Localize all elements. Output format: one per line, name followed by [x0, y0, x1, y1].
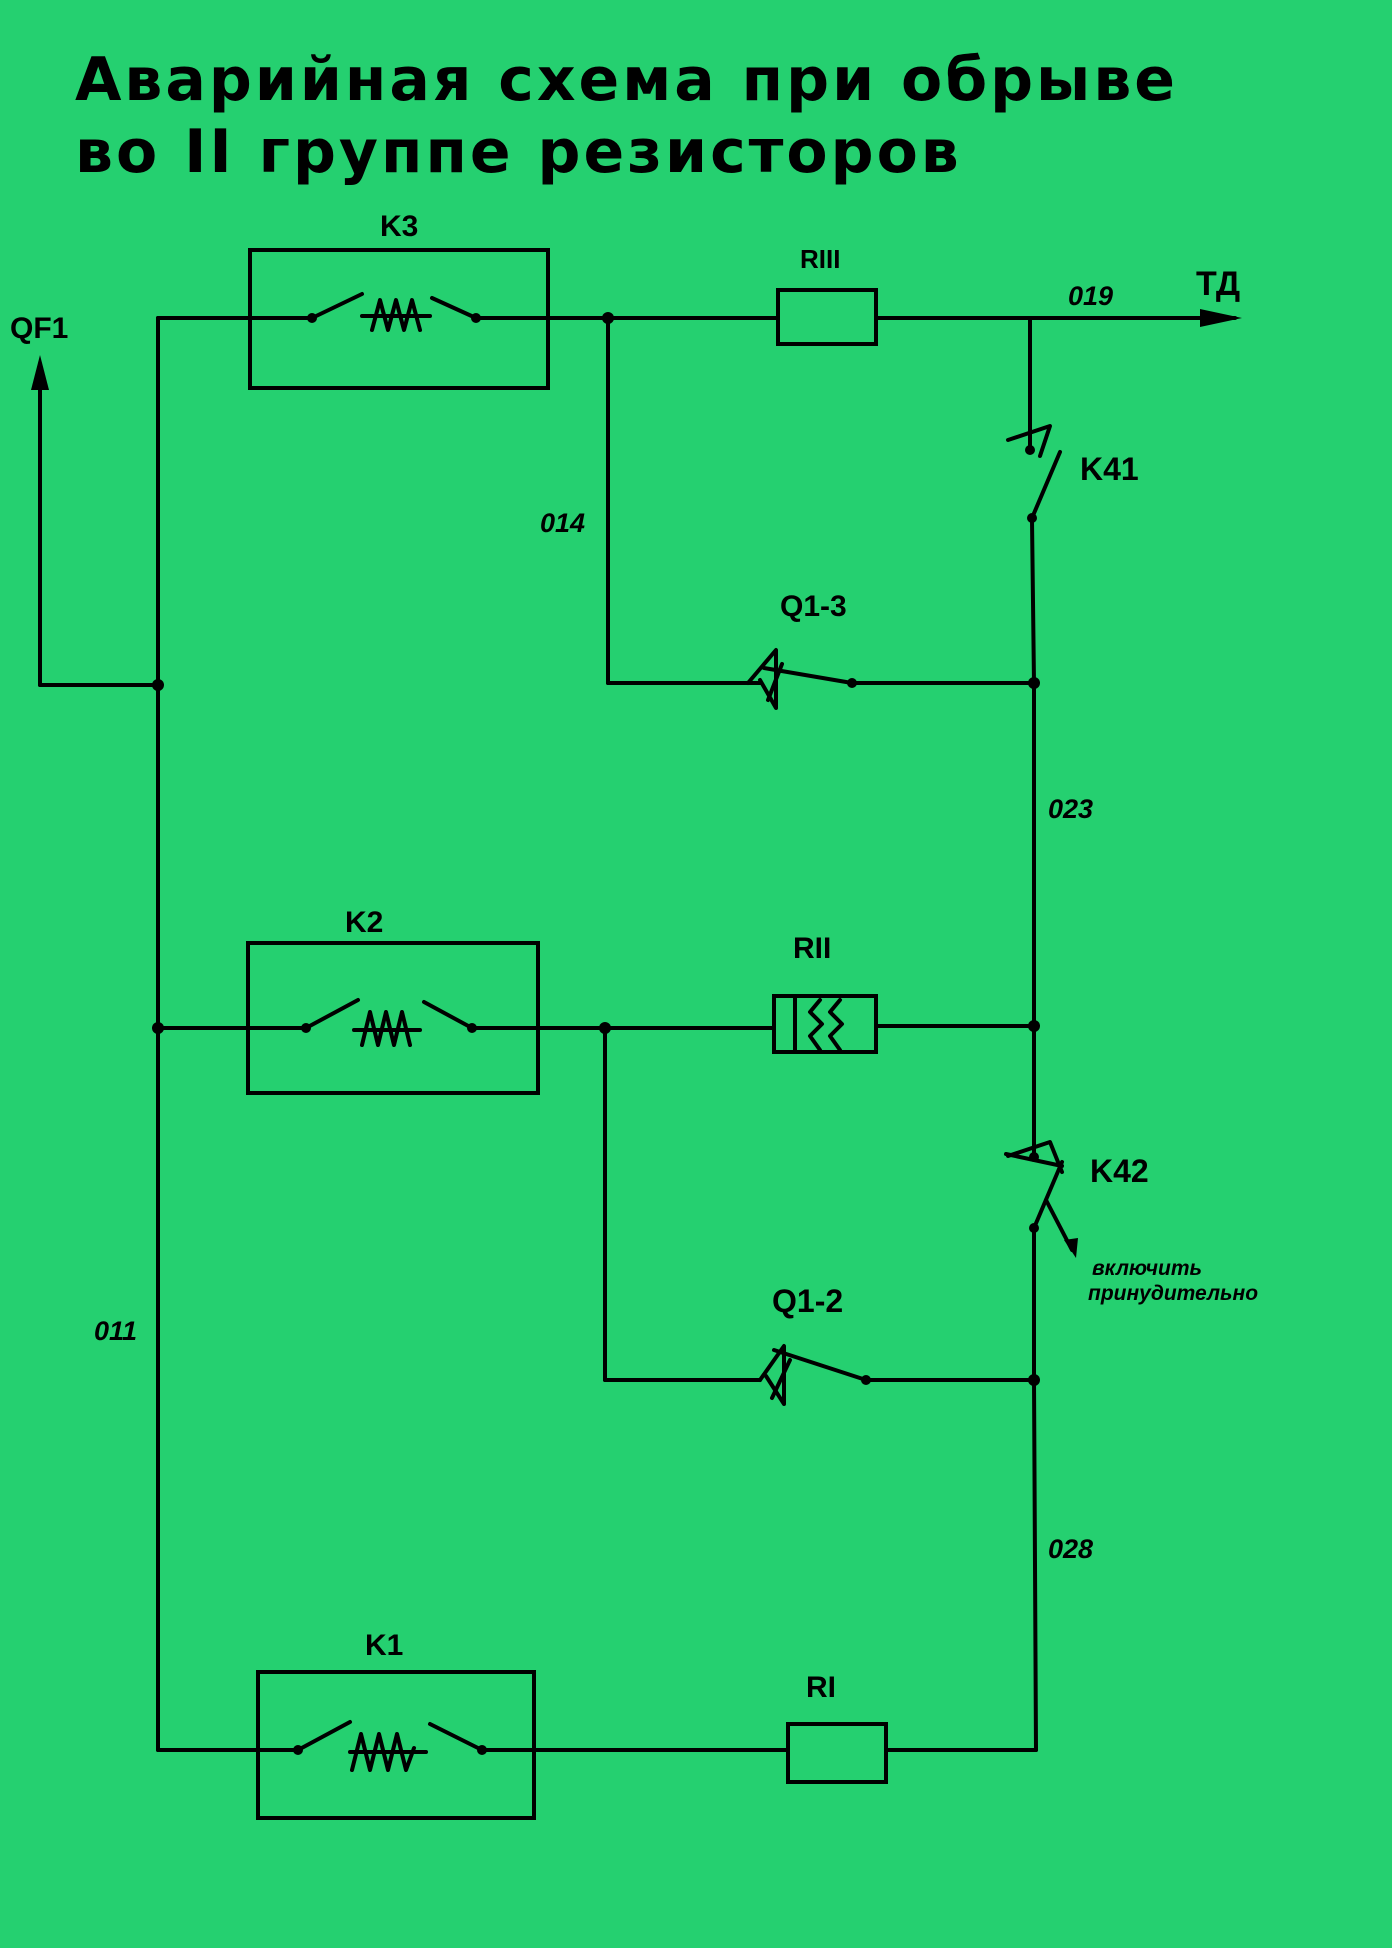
contact-k42	[1004, 1140, 1078, 1258]
wire-number-028: 028	[1048, 1534, 1093, 1564]
title-line-1: Аварийная схема при обрыве	[75, 45, 1178, 115]
contactor-k1	[256, 1670, 536, 1820]
wires	[38, 316, 1237, 1752]
wire-number-023: 023	[1048, 794, 1093, 824]
label-td: ТД	[1196, 265, 1240, 303]
resistor-r1	[786, 1722, 888, 1784]
note-line-1: включить	[1092, 1257, 1202, 1280]
wire-number-019: 019	[1068, 281, 1113, 311]
wire-number-014: 014	[540, 508, 585, 538]
label-k42: K42	[1090, 1153, 1149, 1189]
label-q1-2: Q1-2	[772, 1283, 843, 1319]
resistor-r2-broken	[772, 994, 878, 1054]
label-r3: RIII	[800, 244, 840, 274]
title-line-2: во II группе резисторов	[75, 117, 962, 187]
label-k41: K41	[1080, 451, 1139, 487]
contact-k41	[1006, 424, 1062, 523]
label-k2: K2	[345, 906, 383, 939]
label-qf1: QF1	[10, 312, 68, 345]
td-arrow-icon	[1200, 309, 1242, 327]
wire-number-011: 011	[94, 1316, 137, 1346]
junction-dots	[152, 312, 1040, 1386]
label-q1-3: Q1-3	[780, 590, 847, 623]
label-k3: K3	[380, 210, 418, 243]
contactor-k2	[246, 941, 540, 1095]
label-r2: RII	[793, 932, 831, 965]
contact-q1-3	[746, 648, 857, 710]
label-r1: RI	[806, 1671, 836, 1704]
contact-q1-2	[758, 1344, 871, 1406]
label-k1: K1	[365, 1629, 403, 1662]
qf1-arrow-icon	[31, 355, 49, 390]
contactor-k3	[248, 248, 550, 390]
note-line-2: принудительно	[1088, 1282, 1258, 1305]
resistor-r3	[776, 288, 878, 346]
